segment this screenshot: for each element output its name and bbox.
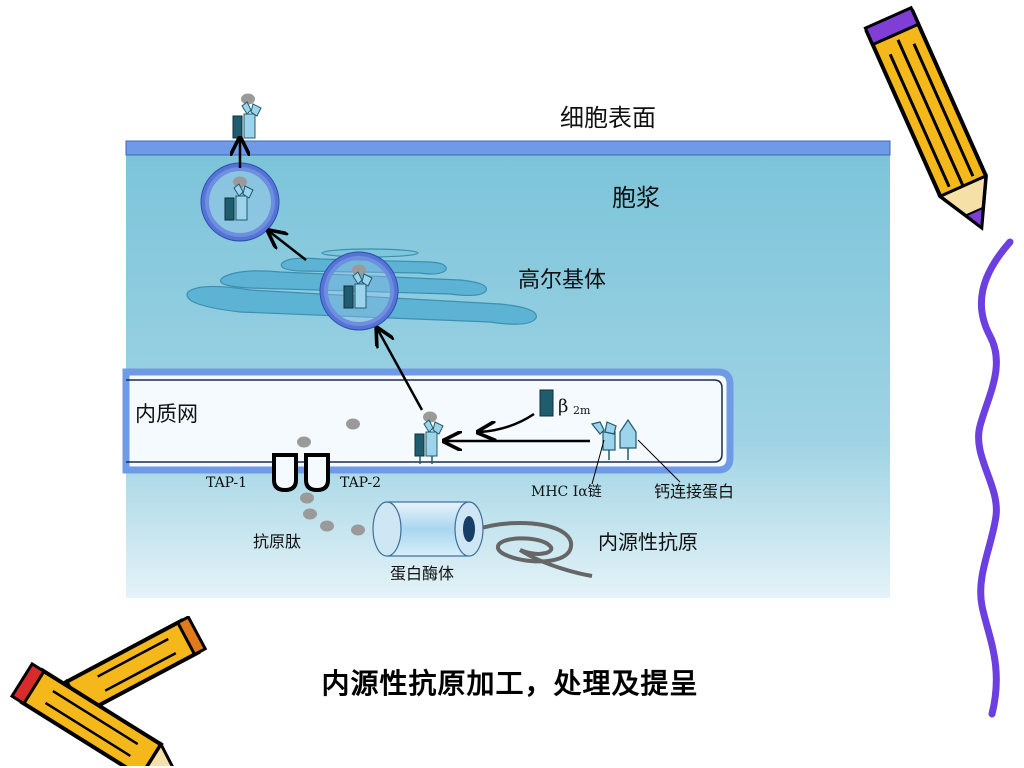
- tap-transporters: [272, 453, 330, 493]
- mhc-alpha-chain: [590, 421, 617, 460]
- slide-caption: 内源性抗原加工，处理及提呈: [321, 667, 699, 700]
- label-calnexin: 钙连接蛋白: [654, 482, 734, 501]
- calnexin: [619, 418, 637, 460]
- label-cytoplasm: 胞浆: [612, 184, 660, 212]
- label-endogenous-antigen: 内源性抗原: [598, 530, 698, 554]
- peptide-fragments: [297, 418, 365, 536]
- diagram-labels: 细胞表面 胞浆 高尔基体 内质网 β 2m TAP-1 TAP-2 MHC Ⅰα…: [135, 104, 734, 583]
- label-tap1: TAP-1: [206, 475, 247, 491]
- pencils-decoration-bottom: [9, 616, 208, 766]
- label-cell-surface: 细胞表面: [560, 104, 656, 132]
- cell-membrane: [125, 140, 891, 156]
- label-peptide: 抗原肽: [253, 532, 301, 551]
- label-beta: β: [558, 396, 568, 417]
- leader-lines: [591, 439, 681, 485]
- mhc-complex-surface: [232, 93, 262, 139]
- golgi-vesicle: [319, 251, 399, 331]
- beta2m-molecule: [539, 389, 554, 417]
- pencil-decoration-top: [863, 5, 988, 231]
- label-proteasome: 蛋白酶体: [390, 564, 454, 583]
- proteasome: [372, 501, 593, 578]
- squiggle-decoration: [975, 238, 1014, 718]
- label-er: 内质网: [135, 402, 198, 426]
- label-beta-sub: 2m: [573, 404, 591, 417]
- pathway-arrows: [240, 140, 590, 441]
- label-tap2: TAP-2: [340, 475, 381, 491]
- mhc-complex-er: [414, 411, 444, 464]
- label-golgi: 高尔基体: [518, 268, 606, 293]
- label-mhc-alpha: MHC Ⅰα链: [531, 484, 602, 500]
- transport-vesicle: [200, 162, 280, 242]
